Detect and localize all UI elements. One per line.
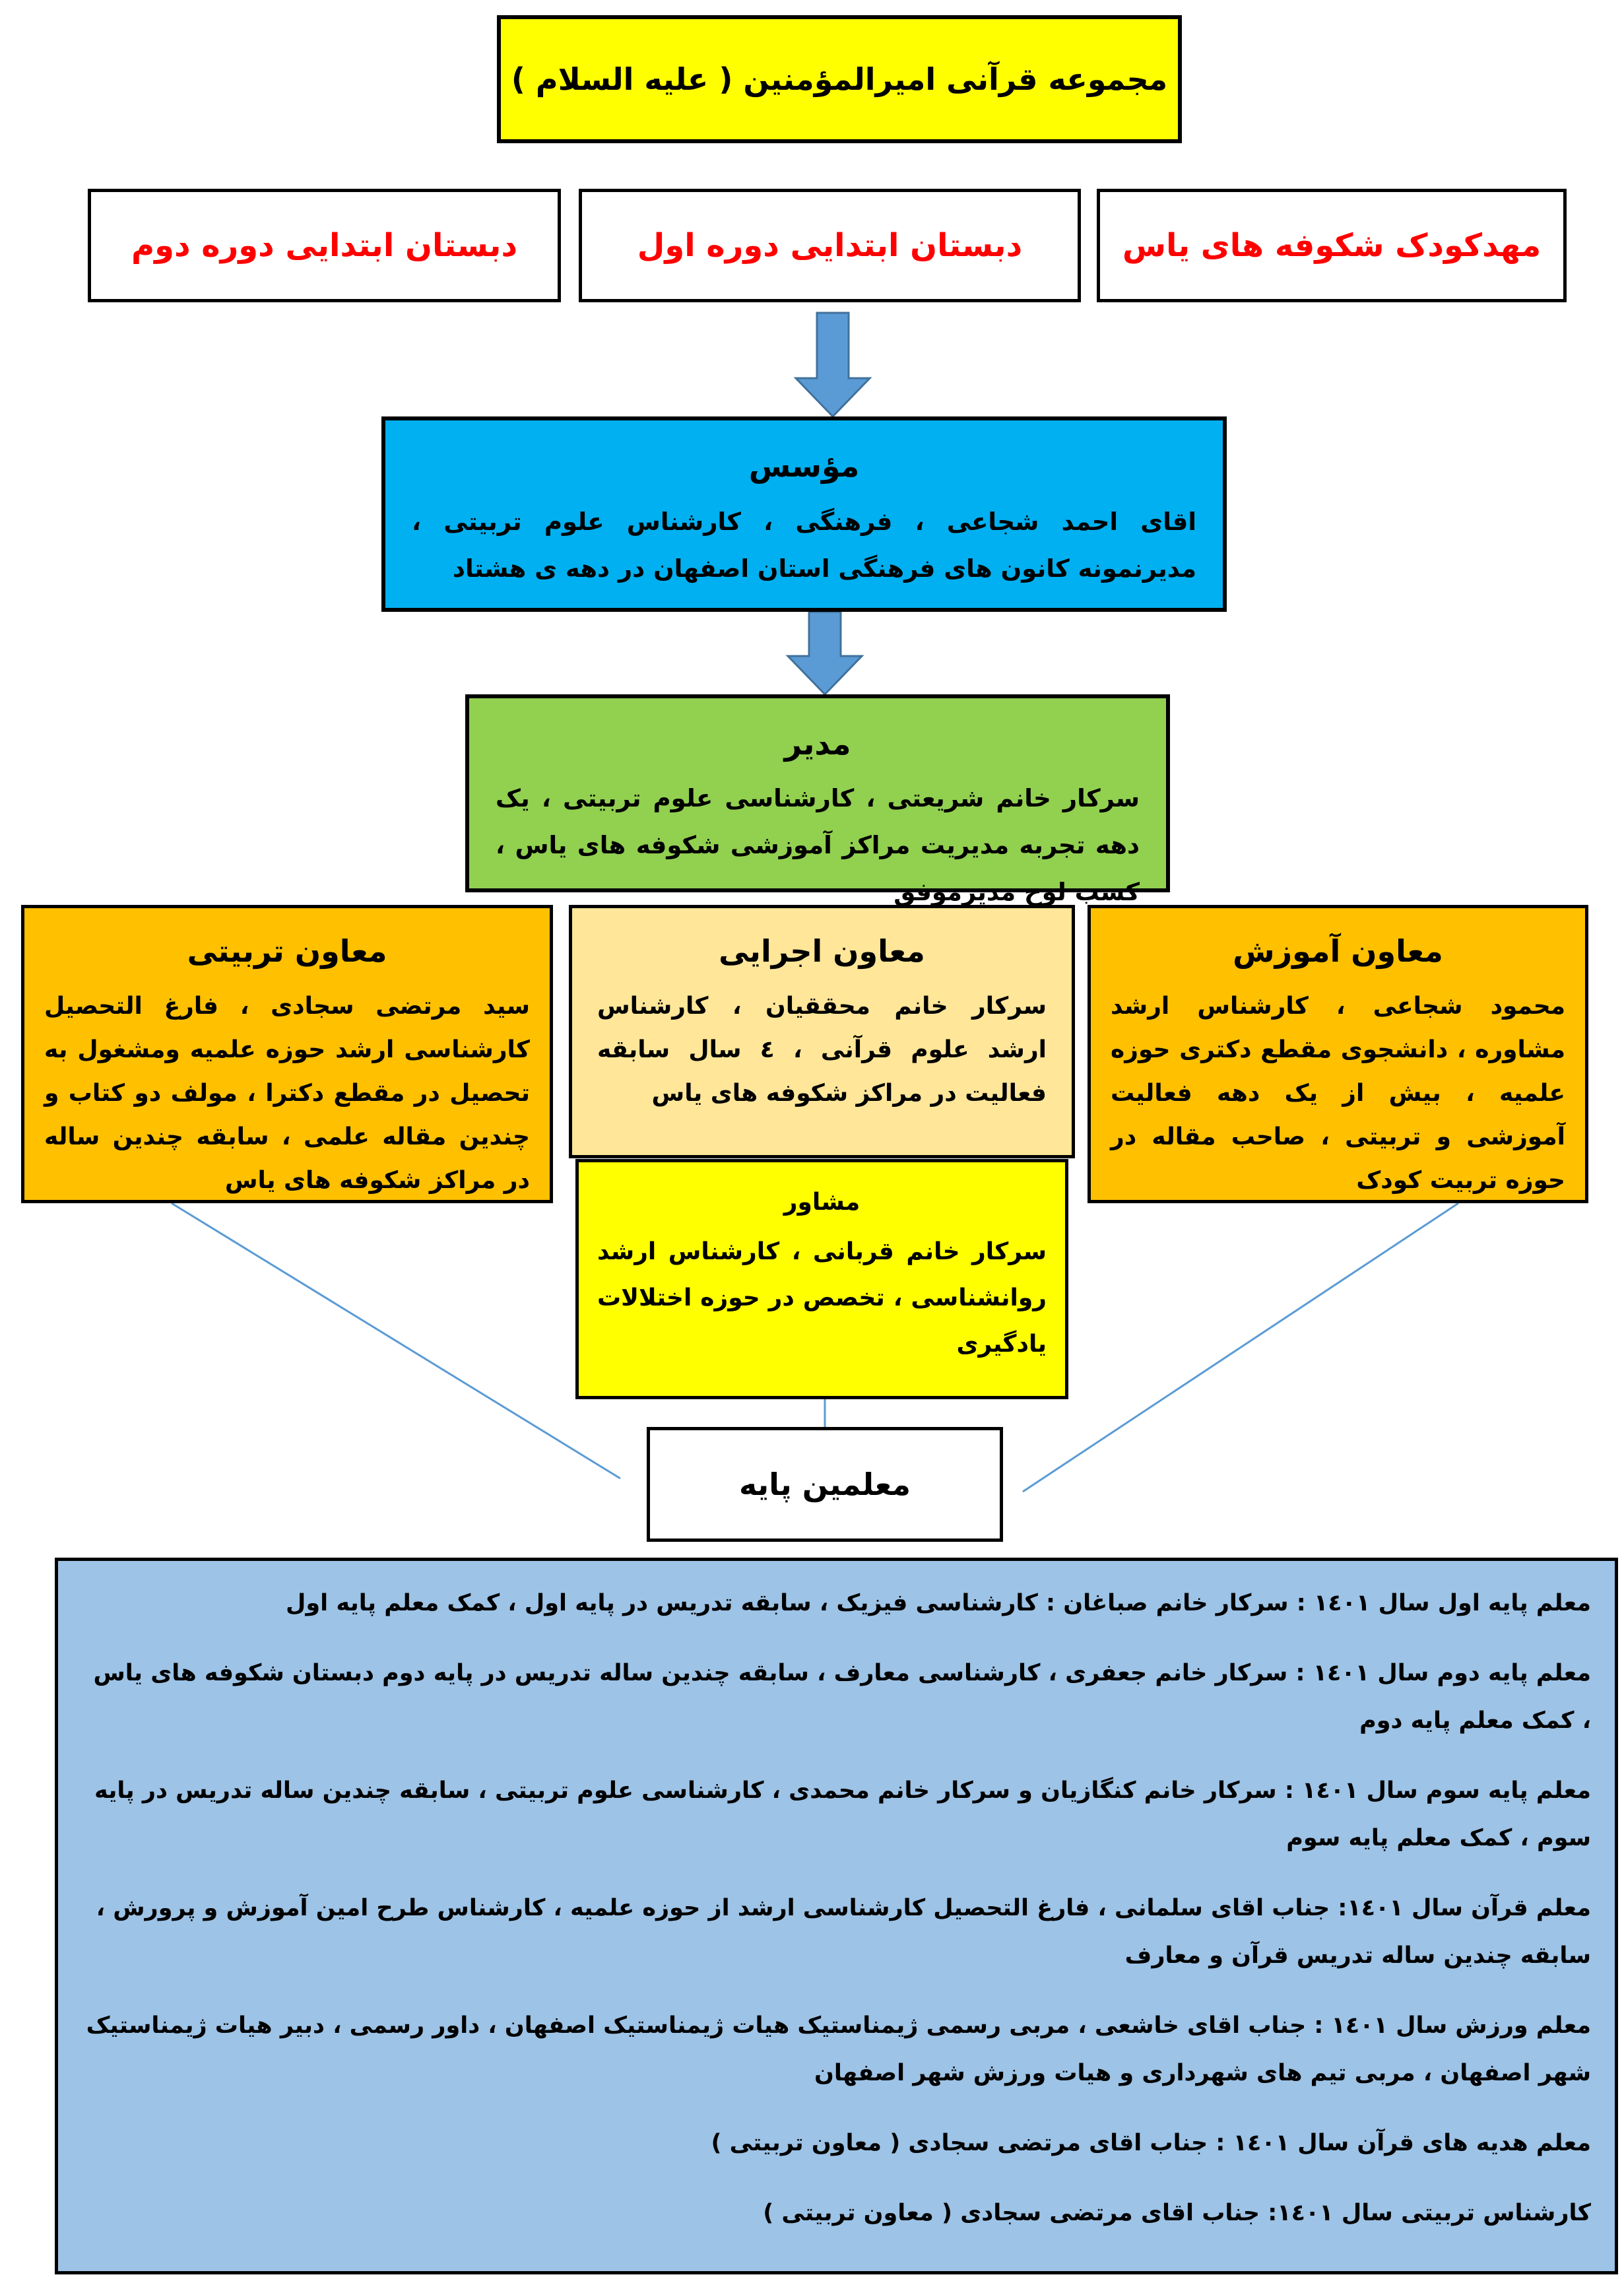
school-label: مهدکودک شکوفه های یاس (1122, 227, 1542, 264)
organization-title: مجموعه قرآنی امیرالمؤمنین ( علیه السلام … (497, 15, 1182, 143)
school-label: دبستان ابتدایی دوره اول (637, 227, 1023, 264)
founder-heading: مؤسس (748, 448, 860, 484)
manager-heading: مدیر (784, 726, 851, 762)
down-arrow-icon (793, 312, 872, 418)
school-primary-second: دبستان ابتدایی دوره دوم (88, 189, 561, 302)
deputy-education-description: محمود شجاعی ، کارشناس ارشد مشاوره ، دانش… (1111, 993, 1565, 1194)
list-item: معلم ورزش سال ۱٤۰۱ : جناب اقای خاشعی ، م… (86, 2012, 1591, 2086)
school-primary-first: دبستان ابتدایی دوره اول (579, 189, 1081, 302)
deputy-executive-description: سرکار خانم محققیان ، کارشناس ارشد علوم ق… (597, 993, 1047, 1107)
teachers-list: معلم پایه اول سال ۱٤۰۱ : سرکار خانم صباغ… (55, 1558, 1618, 2274)
list-item: معلم پایه سوم سال ۱٤۰۱ : سرکار خانم کنگا… (94, 1777, 1591, 1851)
founder-description: اقای احمد شجاعی ، فرهنگی ، کارشناس علوم … (412, 508, 1196, 583)
down-arrow-icon (785, 611, 864, 696)
deputy-education-box: معاون آموزش محمود شجاعی ، کارشناس ارشد م… (1088, 905, 1588, 1203)
teachers-heading-box: معلمین پایه (647, 1427, 1003, 1542)
deputy-training-box: معاون تربیتی سید مرتضی سجادی ، فارغ التح… (21, 905, 553, 1203)
organization-title-text: مجموعه قرآنی امیرالمؤمنین ( علیه السلام … (511, 61, 1168, 97)
advisor-heading: مشاور (783, 1189, 861, 1216)
deputy-training-heading: معاون تربیتی (187, 933, 387, 969)
school-kindergarten: مهدکودک شکوفه های یاس (1097, 189, 1567, 302)
teachers-heading: معلمین پایه (739, 1467, 911, 1502)
list-item: معلم پایه دوم سال ۱٤۰۱ : سرکار خانم جعفر… (93, 1660, 1591, 1734)
deputy-executive-box: معاون اجرایی سرکار خانم محققیان ، کارشنا… (569, 905, 1075, 1158)
connector-line (1022, 1202, 1459, 1493)
manager-box: مدیر سرکار خانم شریعتی ، کارشناسی علوم ت… (465, 694, 1170, 906)
school-label: دبستان ابتدایی دوره دوم (131, 227, 518, 264)
deputy-education-heading: معاون آموزش (1233, 933, 1443, 969)
advisor-description: سرکار خانم قربانی ، کارشناس ارشد روانشنا… (597, 1238, 1047, 1358)
list-item: معلم قرآن سال ۱٤۰۱: جناب اقای سلمانی ، ف… (96, 1895, 1591, 1969)
list-item: کارشناس تربیتی سال ۱٤۰۱: جناب اقای مرتضی… (763, 2200, 1591, 2226)
founder-box: مؤسس اقای احمد شجاعی ، فرهنگی ، کارشناس … (381, 416, 1227, 612)
connector-line (171, 1202, 621, 1480)
manager-description: سرکار خانم شریعتی ، کارشناسی علوم تربیتی… (496, 784, 1140, 906)
list-item: معلم هدیه های قرآن سال ۱٤۰۱ : جناب اقای … (711, 2130, 1591, 2156)
list-item: معلم پایه اول سال ۱٤۰۱ : سرکار خانم صباغ… (286, 1590, 1591, 1616)
deputy-executive-heading: معاون اجرایی (719, 933, 925, 969)
deputy-training-description: سید مرتضی سجادی ، فارغ التحصیل کارشناسی … (44, 993, 530, 1194)
advisor-box: مشاور سرکار خانم قربانی ، کارشناس ارشد ر… (575, 1159, 1068, 1399)
